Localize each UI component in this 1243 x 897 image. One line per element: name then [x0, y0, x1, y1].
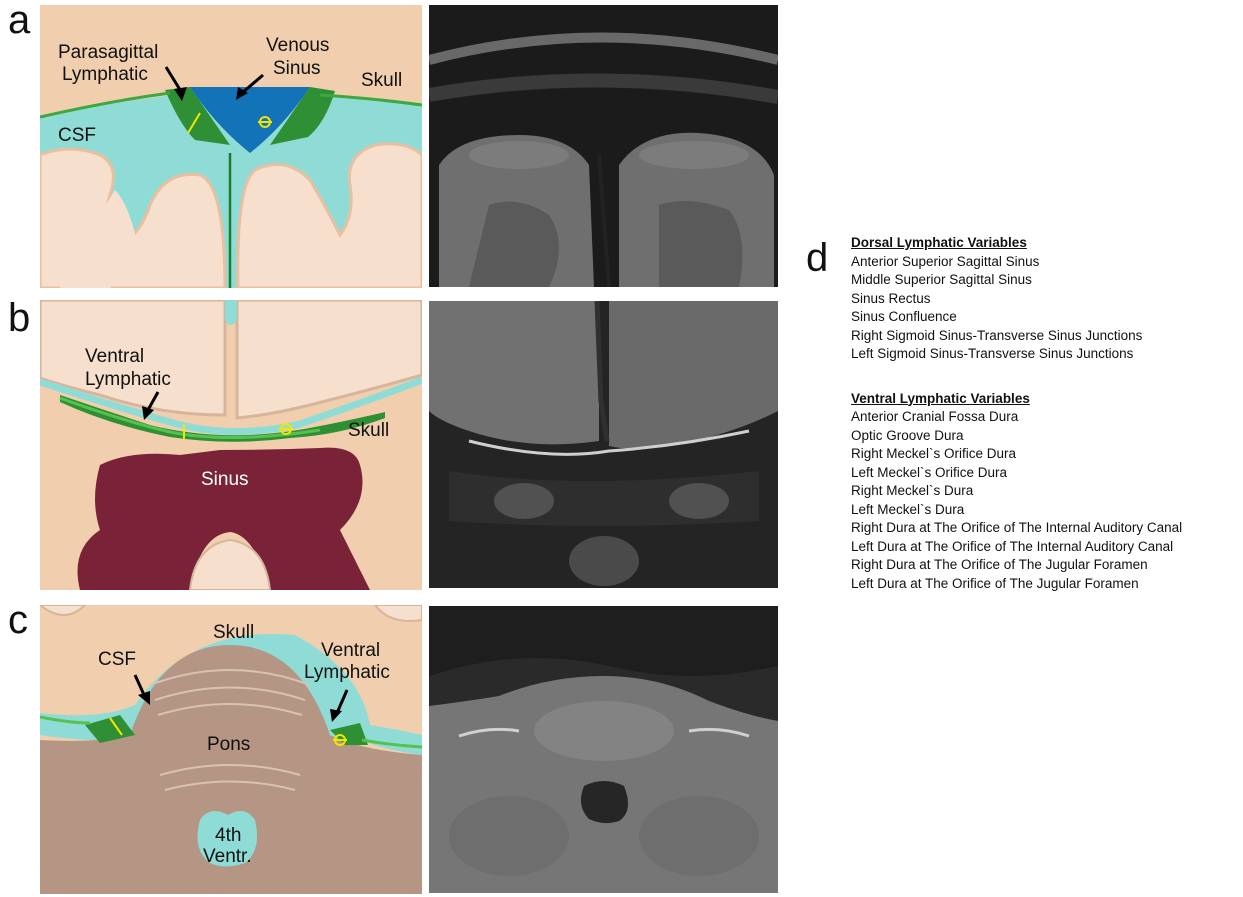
panel-a-mri-image: [429, 5, 778, 287]
list-item: Right Dura at The Orifice of The Jugular…: [851, 556, 1182, 575]
list-item: Optic Groove Dura: [851, 427, 1182, 446]
panel-a-letter: a: [8, 0, 30, 40]
label-venous: Venous: [266, 35, 329, 56]
label-csf-c: CSF: [98, 649, 136, 670]
list-item: Left Dura at The Orifice of The Internal…: [851, 538, 1182, 557]
label-parasagittal-lymphatic: Lymphatic: [62, 64, 148, 85]
ventral-variables-title: Ventral Lymphatic Variables: [851, 390, 1182, 409]
label-skull-b: Skull: [348, 420, 389, 441]
panel-b-mri-image: [429, 301, 778, 588]
list-item: Left Dura at The Orifice of The Jugular …: [851, 575, 1182, 594]
label-sinus-b: Sinus: [201, 469, 249, 490]
list-item: Anterior Superior Sagittal Sinus: [851, 253, 1182, 272]
label-ventral-lymphatic-b: Lymphatic: [85, 369, 171, 390]
dorsal-variables-title: Dorsal Lymphatic Variables: [851, 234, 1182, 253]
list-item: Left Sigmoid Sinus-Transverse Sinus Junc…: [851, 345, 1182, 364]
label-skull-c: Skull: [213, 622, 254, 643]
panel-c-letter: c: [8, 600, 28, 640]
list-item: Right Meckel`s Orifice Dura: [851, 445, 1182, 464]
panel-c-mri-image: [429, 606, 778, 893]
label-pons: Pons: [207, 734, 250, 755]
list-item: Left Meckel`s Orifice Dura: [851, 464, 1182, 483]
label-ventral-b: Ventral: [85, 346, 144, 367]
list-item: Sinus Rectus: [851, 290, 1182, 309]
panel-b-letter: b: [8, 298, 30, 338]
list-item: Left Meckel`s Dura: [851, 501, 1182, 520]
list-item: Middle Superior Sagittal Sinus: [851, 271, 1182, 290]
legend-spacer: [851, 364, 1182, 390]
list-item: Anterior Cranial Fossa Dura: [851, 408, 1182, 427]
list-item: Right Meckel`s Dura: [851, 482, 1182, 501]
list-item: Right Dura at The Orifice of The Interna…: [851, 519, 1182, 538]
label-skull-a: Skull: [361, 70, 402, 91]
label-ventral-lymphatic-c: Lymphatic: [304, 662, 390, 683]
label-venous-sinus: Sinus: [273, 58, 321, 79]
list-item: Sinus Confluence: [851, 308, 1182, 327]
variables-legend: Dorsal Lymphatic Variables Anterior Supe…: [851, 234, 1182, 593]
panel-b-diagram: [40, 300, 422, 590]
label-ventricle: Ventr.: [203, 846, 252, 867]
label-fourth: 4th: [215, 825, 241, 846]
label-csf-a: CSF: [58, 125, 96, 146]
list-item: Right Sigmoid Sinus-Transverse Sinus Jun…: [851, 327, 1182, 346]
label-parasagittal: Parasagittal: [58, 42, 158, 63]
label-ventral-c: Ventral: [321, 640, 380, 661]
panel-d-letter: d: [806, 238, 828, 278]
